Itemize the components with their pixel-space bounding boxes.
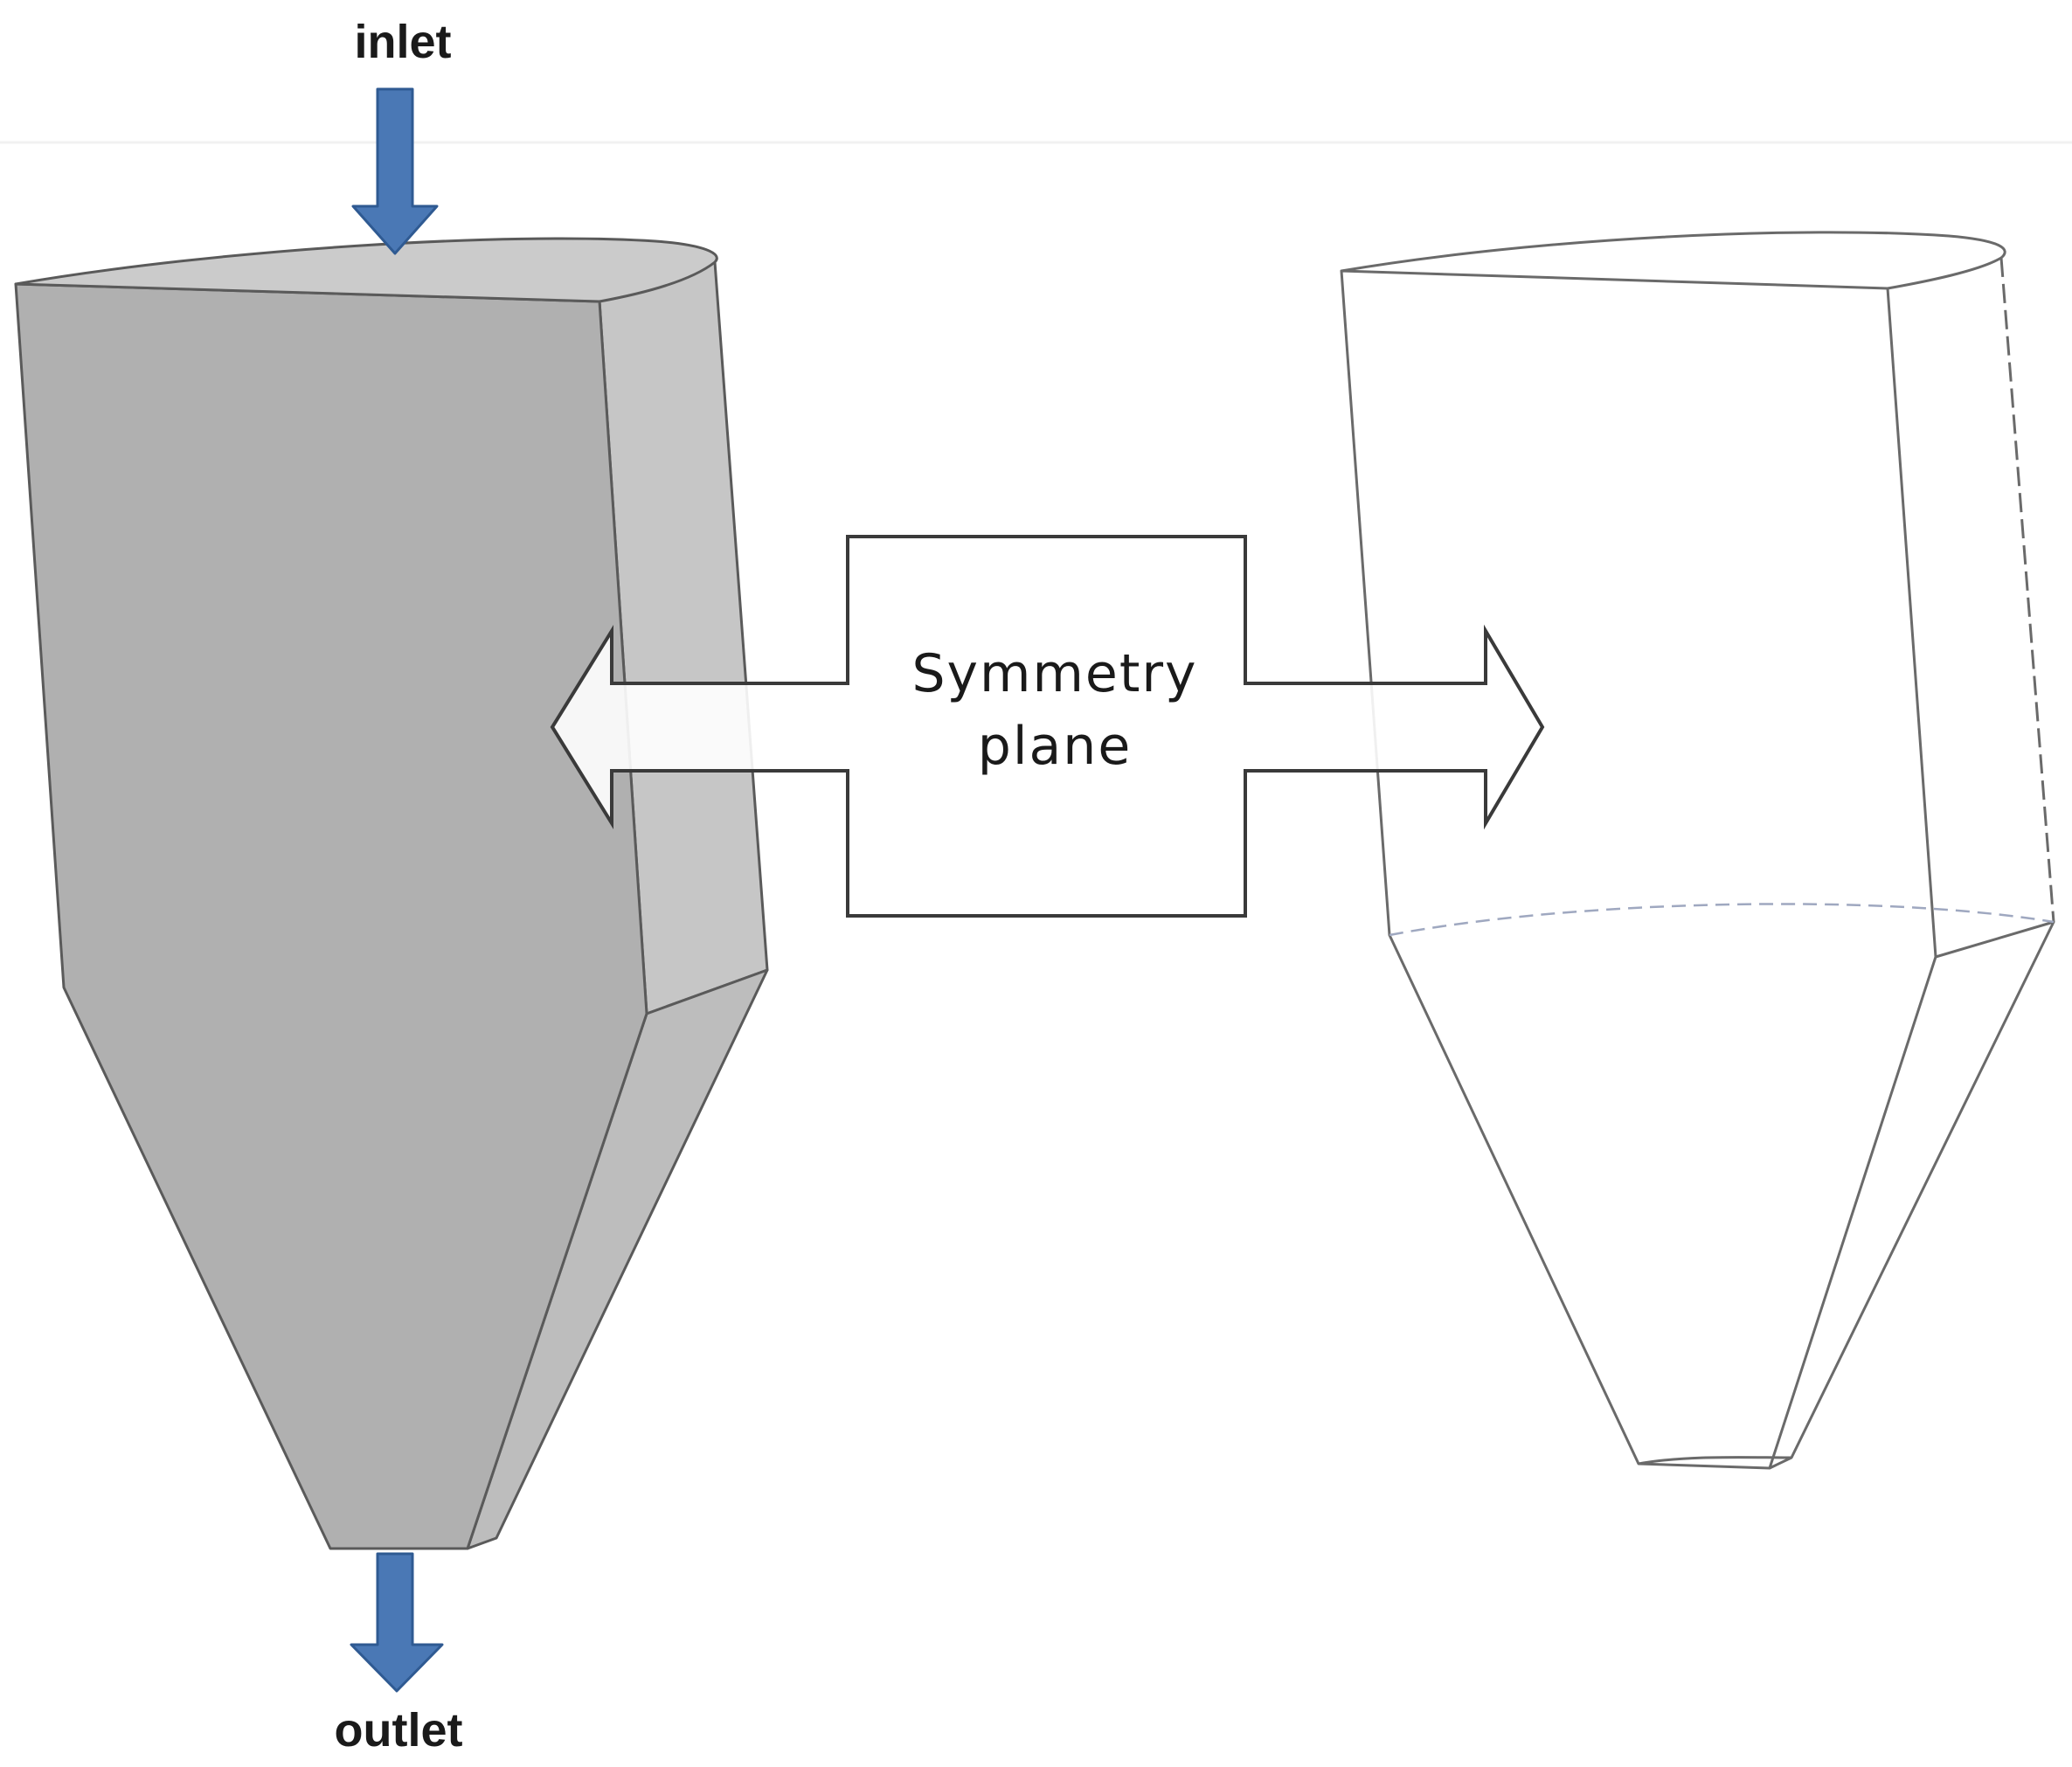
wireframe-front-face <box>1340 269 1937 1470</box>
wireframe-hidden-edge <box>1999 257 2055 923</box>
wireframe-right-edge <box>1769 920 2055 1470</box>
symmetry-plane-label-line2: plane <box>978 716 1132 777</box>
wireframe-hidden-transition <box>1389 903 2055 937</box>
wireframe-top-edge <box>1341 231 2006 290</box>
solid-hopper <box>14 237 769 1550</box>
wireframe-hopper <box>1340 231 2055 1470</box>
hopper-top-face <box>14 237 718 303</box>
symmetry-double-arrow-icon <box>550 535 1545 918</box>
outlet-arrow-icon <box>350 1552 444 1693</box>
inlet-arrow-icon <box>351 87 439 255</box>
wireframe-outlet-edge <box>1638 1456 1792 1466</box>
inlet-label: inlet <box>354 16 451 68</box>
outlet-label: outlet <box>335 1704 463 1757</box>
symmetry-plane-label-line1: Symmetry <box>911 643 1197 704</box>
